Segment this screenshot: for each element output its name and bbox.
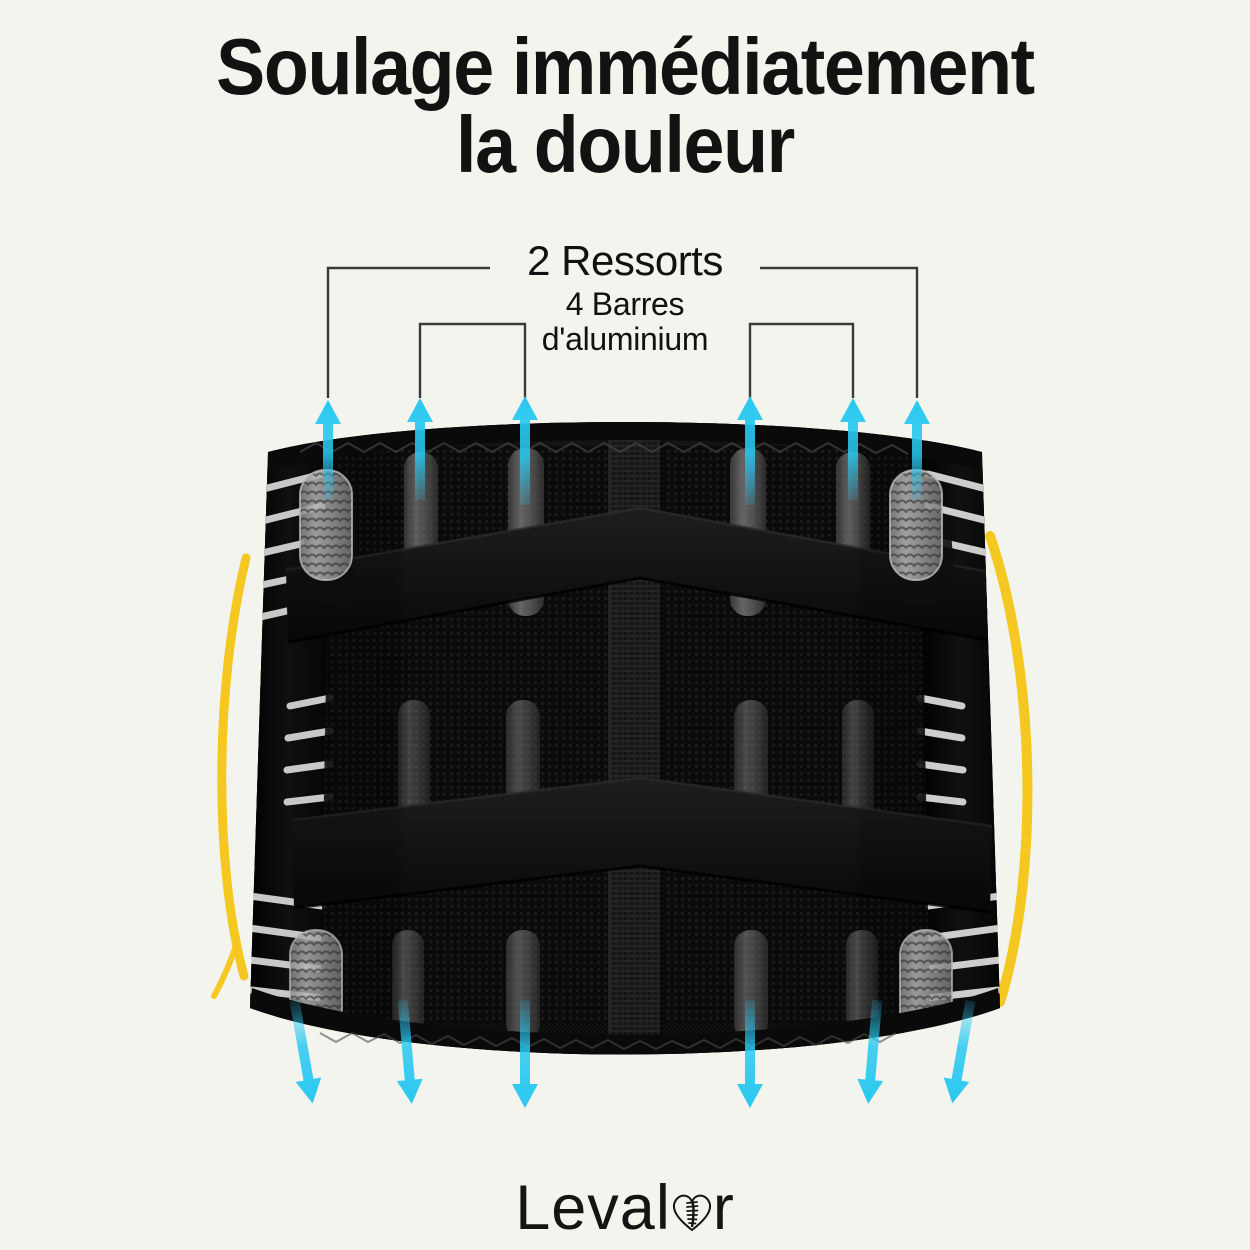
top-binding [268,422,982,470]
right-side-panel [916,452,1000,1020]
expansion-arrows-top [315,396,930,505]
left-side-panel [250,452,334,1020]
brand-logo: Leval r [0,1172,1250,1244]
center-webbing [608,440,664,1040]
brand-logo-prefix: Leval [515,1173,671,1243]
brand-logo-suffix: r [712,1173,735,1243]
pull-straps [300,512,956,606]
heart-spine-icon [669,1178,715,1232]
bottom-binding [250,988,1000,1055]
accent-curves [211,531,1033,1007]
expansion-arrows-bottom [289,999,976,1108]
brand-logo-text: Leval r [515,1172,735,1244]
horizontal-strap-lower [291,776,993,914]
belt-body [250,422,1000,1055]
callout-label-bars: 4 Barres d'aluminium [541,286,709,357]
callout-label-springs: 2 Ressorts [527,237,723,284]
page-title: Soulage immédiatement la douleur [216,22,1035,189]
chevron-strap-upper [285,506,991,644]
springs [289,469,953,1041]
aluminium-bars [392,448,878,1040]
